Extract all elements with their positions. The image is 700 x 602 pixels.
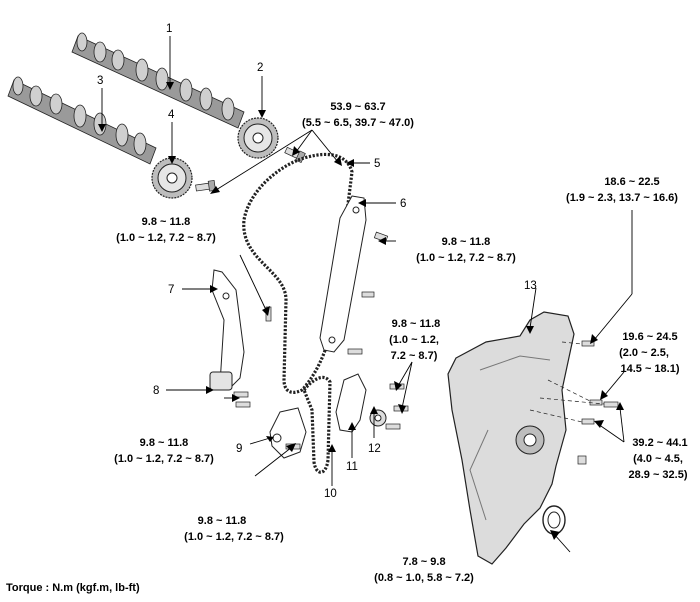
callout-1: 1 <box>166 23 172 35</box>
torque-unit-legend: Torque : N.m (kgf.m, lb-ft) <box>6 582 140 594</box>
callout-7: 7 <box>168 284 174 296</box>
leader-lines <box>101 36 633 553</box>
intake-cvvt-sprocket <box>237 117 279 159</box>
torque-sprocket-line1: 53.9 ~ 63.7 <box>330 101 385 113</box>
callout-13: 13 <box>524 280 537 292</box>
torque-cover-side-line3: 28.9 ~ 32.5) <box>628 469 687 481</box>
torque-tensioner-line3: 7.2 ~ 8.7) <box>391 350 438 362</box>
torque-cover-bottom-line1: 7.8 ~ 9.8 <box>402 556 445 568</box>
torque-guide-right-line2: (1.0 ~ 1.2, 7.2 ~ 8.7) <box>416 252 516 264</box>
tensioner-adjuster <box>209 371 233 391</box>
oil-pump-chain-tensioner <box>335 373 367 433</box>
torque-cover-mid-line2: (2.0 ~ 2.5, <box>619 347 669 359</box>
torque-lever-line1: 9.8 ~ 11.8 <box>198 515 247 527</box>
torque-adjuster-line1: 9.8 ~ 11.8 <box>140 437 189 449</box>
arrowheads <box>98 82 624 540</box>
torque-cover-side-line2: (4.0 ~ 4.5, <box>633 453 683 465</box>
callout-11: 11 <box>346 461 358 473</box>
torque-guide-right-line1: 9.8 ~ 11.8 <box>442 236 491 248</box>
callout-2: 2 <box>257 62 263 74</box>
torque-cover-top-line2: (1.9 ~ 2.3, 13.7 ~ 16.6) <box>566 192 678 204</box>
torque-labels: 53.9 ~ 63.7 (5.5 ~ 6.5, 39.7 ~ 47.0) 9.8… <box>114 101 688 584</box>
callout-5: 5 <box>374 158 380 170</box>
tensioner-arm <box>211 269 245 389</box>
callout-6: 6 <box>400 198 406 210</box>
torque-tensioner-line1: 9.8 ~ 11.8 <box>392 318 441 330</box>
torque-guide-left-line2: (1.0 ~ 1.2, 7.2 ~ 8.7) <box>116 232 216 244</box>
torque-cover-mid-line1: 19.6 ~ 24.5 <box>622 331 677 343</box>
callout-9: 9 <box>236 443 242 455</box>
timing-chain-cover <box>447 311 575 565</box>
callout-numbers: 1 2 3 4 5 6 7 8 9 10 11 12 13 <box>97 23 537 500</box>
callout-3: 3 <box>97 75 103 87</box>
callout-12: 12 <box>368 443 381 455</box>
callout-10: 10 <box>324 488 337 500</box>
torque-cover-bottom-line2: (0.8 ~ 1.0, 5.8 ~ 7.2) <box>374 572 474 584</box>
exhaust-camshaft <box>7 76 157 165</box>
torque-cover-side-line1: 39.2 ~ 44.1 <box>632 437 687 449</box>
torque-tensioner-line2: (1.0 ~ 1.2, <box>389 334 439 346</box>
torque-lever-line2: (1.0 ~ 1.2, 7.2 ~ 8.7) <box>184 531 284 543</box>
torque-cover-top-line1: 18.6 ~ 22.5 <box>604 176 659 188</box>
callout-8: 8 <box>153 385 159 397</box>
bolt-axis-lines <box>529 341 605 423</box>
torque-sprocket-line2: (5.5 ~ 6.5, 39.7 ~ 47.0) <box>302 117 414 129</box>
torque-cover-mid-line3: 14.5 ~ 18.1) <box>620 363 679 375</box>
callout-4: 4 <box>168 109 175 121</box>
intake-camshaft <box>71 32 245 129</box>
torque-guide-left-line1: 9.8 ~ 11.8 <box>142 216 191 228</box>
sprocket-bolts <box>195 146 306 192</box>
chain-guide-right <box>319 195 367 353</box>
crankshaft-oil-seal <box>542 505 566 535</box>
timing-chain <box>242 152 354 474</box>
torque-adjuster-line2: (1.0 ~ 1.2, 7.2 ~ 8.7) <box>114 453 214 465</box>
